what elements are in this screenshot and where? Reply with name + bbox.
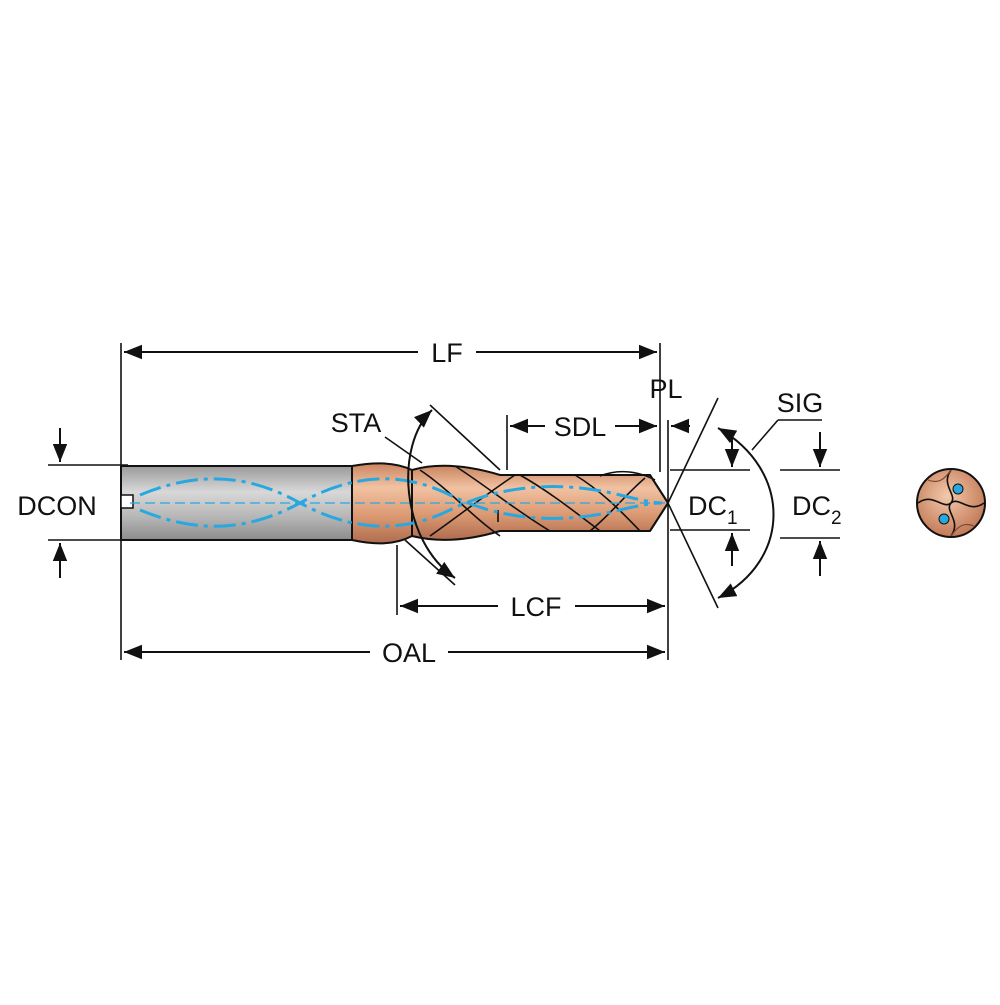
dc2-dimension: DC2	[792, 432, 842, 576]
dc2-label: DC2	[792, 491, 842, 529]
oal-label: OAL	[382, 638, 436, 668]
coolant-channel-icon	[938, 513, 950, 525]
sig-label: SIG	[777, 388, 824, 418]
sta-dimension: STA	[331, 404, 501, 586]
sig-dimension: SIG	[667, 388, 824, 609]
sdl-dimension: SDL	[510, 412, 657, 442]
dc1-label: DC1	[688, 491, 738, 529]
shank-notch	[120, 494, 134, 509]
dcon-dimension: DCON	[17, 428, 97, 578]
coolant-channel-icon	[952, 483, 964, 495]
dc1-dimension: DC1	[688, 436, 740, 566]
pl-label: PL	[649, 374, 682, 404]
lf-dimension: LF	[124, 338, 657, 368]
oal-dimension: OAL	[124, 638, 665, 668]
sdl-label: SDL	[554, 412, 607, 442]
lcf-label: LCF	[510, 592, 561, 622]
lcf-dimension: LCF	[400, 592, 665, 622]
pl-dimension: PL	[639, 374, 690, 434]
sta-label: STA	[331, 408, 382, 438]
dcon-label: DCON	[17, 491, 97, 521]
drill-end-view-icon	[916, 468, 986, 538]
lf-label: LF	[431, 338, 463, 368]
